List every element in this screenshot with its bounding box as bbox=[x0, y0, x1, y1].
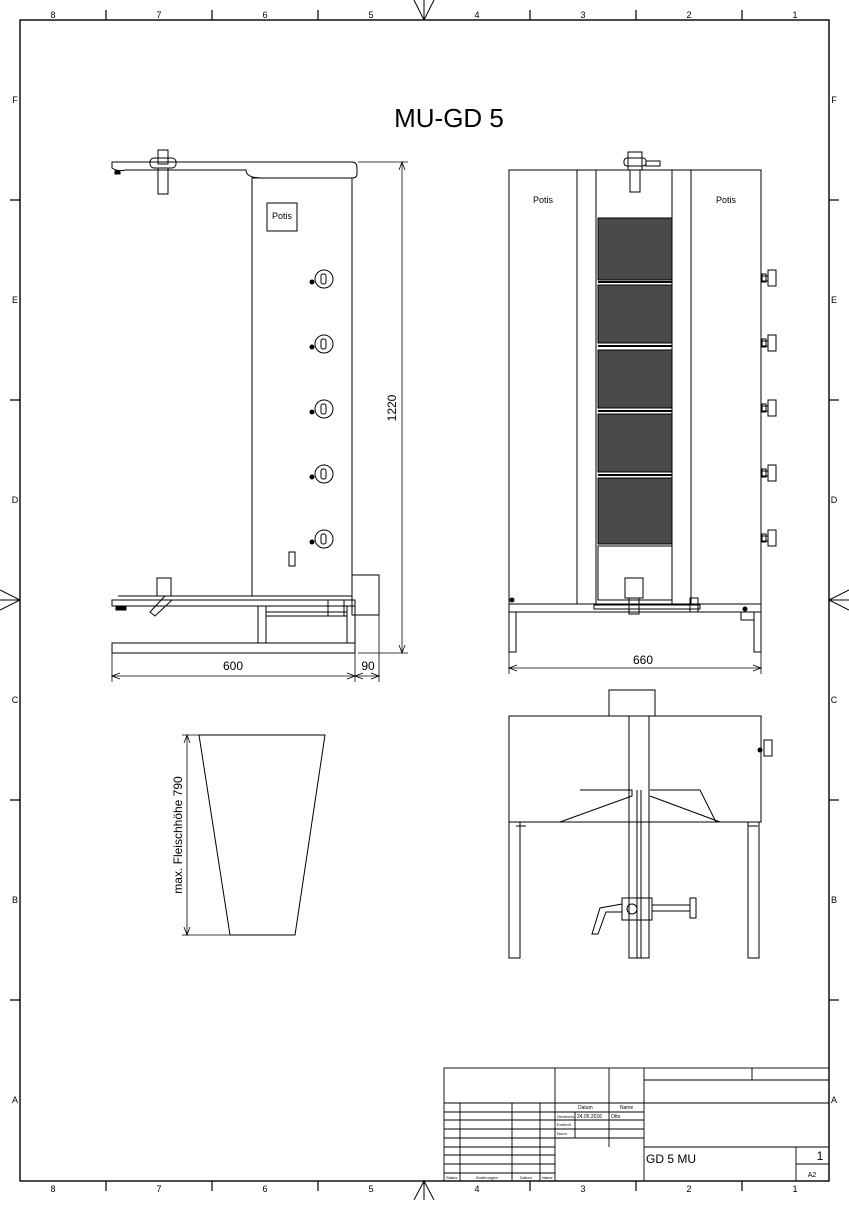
burner-knobs-side bbox=[309, 269, 334, 549]
burner-knobs-front bbox=[761, 269, 777, 547]
column-zone-labels-bottom: 8 7 6 5 4 3 2 1 bbox=[50, 1184, 797, 1194]
zone-col-label: 3 bbox=[580, 1184, 585, 1194]
zone-row-label: C bbox=[12, 695, 19, 705]
zone-col-label: 4 bbox=[474, 1184, 479, 1194]
side-view-body bbox=[251, 177, 353, 597]
dimension-width: 660 bbox=[633, 653, 653, 667]
tb-footer-changes: Änderungen bbox=[476, 1175, 498, 1180]
zone-row-label: E bbox=[831, 295, 837, 305]
zone-row-label: B bbox=[831, 895, 837, 905]
tb-row-gezeichnet: Gezeichn. bbox=[557, 1114, 575, 1119]
zone-row-label: F bbox=[12, 95, 18, 105]
zone-row-label: A bbox=[12, 1095, 18, 1105]
dimension-height: 1220 bbox=[385, 394, 399, 421]
zone-col-label: 6 bbox=[262, 1184, 267, 1194]
brand-label: Potis bbox=[272, 211, 293, 221]
zone-col-label: 1 bbox=[792, 10, 797, 20]
zone-col-label: 2 bbox=[686, 1184, 691, 1194]
zone-col-label: 2 bbox=[686, 10, 691, 20]
burner-panels bbox=[597, 217, 673, 545]
tb-datum-header: Datum bbox=[578, 1105, 593, 1111]
zone-row-label: D bbox=[12, 495, 19, 505]
tb-footer-status: Status bbox=[446, 1175, 457, 1180]
row-zone-labels-left: F E D C B A bbox=[12, 95, 19, 1105]
zone-col-label: 6 bbox=[262, 10, 267, 20]
column-zone-labels-top: 8 7 6 5 4 3 2 1 bbox=[50, 10, 797, 20]
zone-row-label: B bbox=[12, 895, 18, 905]
zone-row-label: A bbox=[831, 1095, 837, 1105]
side-view-dimensions: 1220 600 90 bbox=[110, 160, 408, 682]
zone-row-label: E bbox=[12, 295, 18, 305]
dimension-max-meat-height: max. Fleischhöhe 790 bbox=[171, 776, 185, 894]
zone-col-label: 5 bbox=[368, 1184, 373, 1194]
zone-row-label: D bbox=[831, 495, 838, 505]
tb-row-kontrolliert: Kontroll. bbox=[557, 1122, 572, 1127]
title-block: Datum Name Gezeichn. Kontroll. Norm 24.0… bbox=[443, 1067, 830, 1182]
zone-col-label: 5 bbox=[368, 10, 373, 20]
side-view: Potis bbox=[111, 149, 380, 654]
zone-col-label: 8 bbox=[50, 1184, 55, 1194]
top-view bbox=[508, 689, 773, 959]
tb-name-header: Name bbox=[620, 1105, 634, 1111]
zone-col-label: 8 bbox=[50, 10, 55, 20]
tb-footer-date: Datum bbox=[520, 1175, 532, 1180]
zone-col-label: 7 bbox=[156, 10, 161, 20]
dimension-depth: 600 bbox=[223, 659, 243, 673]
tb-drawing-name: GD 5 MU bbox=[646, 1152, 696, 1166]
brand-label-right: Potis bbox=[716, 195, 737, 205]
zone-col-label: 4 bbox=[474, 10, 479, 20]
zone-col-label: 1 bbox=[792, 1184, 797, 1194]
brand-label-left: Potis bbox=[533, 195, 554, 205]
zone-col-label: 3 bbox=[580, 10, 585, 20]
tb-sheet-number: 1 bbox=[817, 1149, 824, 1163]
zone-row-label: F bbox=[831, 95, 837, 105]
zone-row-label: C bbox=[831, 695, 838, 705]
tb-format: A2 bbox=[808, 1172, 817, 1179]
front-view: Potis Potis bbox=[508, 151, 777, 653]
tb-drawn-name: Otto bbox=[611, 1114, 621, 1120]
drawing-title: MU-GD 5 bbox=[394, 103, 504, 133]
tb-row-norm: Norm bbox=[557, 1131, 567, 1136]
zone-col-label: 7 bbox=[156, 1184, 161, 1194]
meat-cone-outline: max. Fleischhöhe 790 bbox=[171, 733, 326, 937]
zone-ticks bbox=[10, 10, 839, 1191]
row-zone-labels-right: F E D C B A bbox=[831, 95, 838, 1105]
tb-drawn-date: 24.05.2016 bbox=[577, 1114, 602, 1120]
front-view-dimensions: 660 bbox=[507, 652, 763, 674]
tb-footer-name: Name bbox=[542, 1175, 553, 1180]
dimension-extra-depth: 90 bbox=[361, 659, 375, 673]
